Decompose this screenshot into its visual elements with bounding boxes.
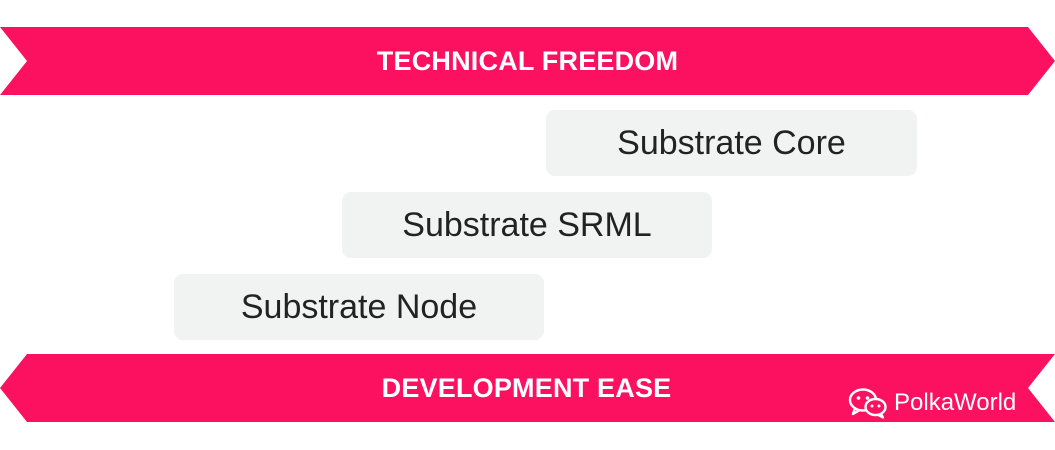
watermark-text: PolkaWorld <box>894 389 1017 416</box>
technical-freedom-label: TECHNICAL FREEDOM <box>376 45 679 76</box>
polkaworld-watermark: PolkaWorld <box>848 387 1016 419</box>
wechat-icon <box>848 388 887 419</box>
substrate-core-box: Substrate Core <box>546 110 917 176</box>
substrate-node-label: Substrate Node <box>240 287 478 326</box>
development-ease-label: DEVELOPMENT EASE <box>381 372 672 403</box>
substrate-core-label: Substrate Core <box>617 123 846 162</box>
technical-freedom-banner: TECHNICAL FREEDOM <box>0 27 1055 95</box>
substrate-srml-box: Substrate SRML <box>342 192 712 258</box>
development-ease-banner: DEVELOPMENT EASE <box>0 354 1055 422</box>
substrate-node-box: Substrate Node <box>174 274 544 340</box>
substrate-srml-label: Substrate SRML <box>402 205 652 244</box>
